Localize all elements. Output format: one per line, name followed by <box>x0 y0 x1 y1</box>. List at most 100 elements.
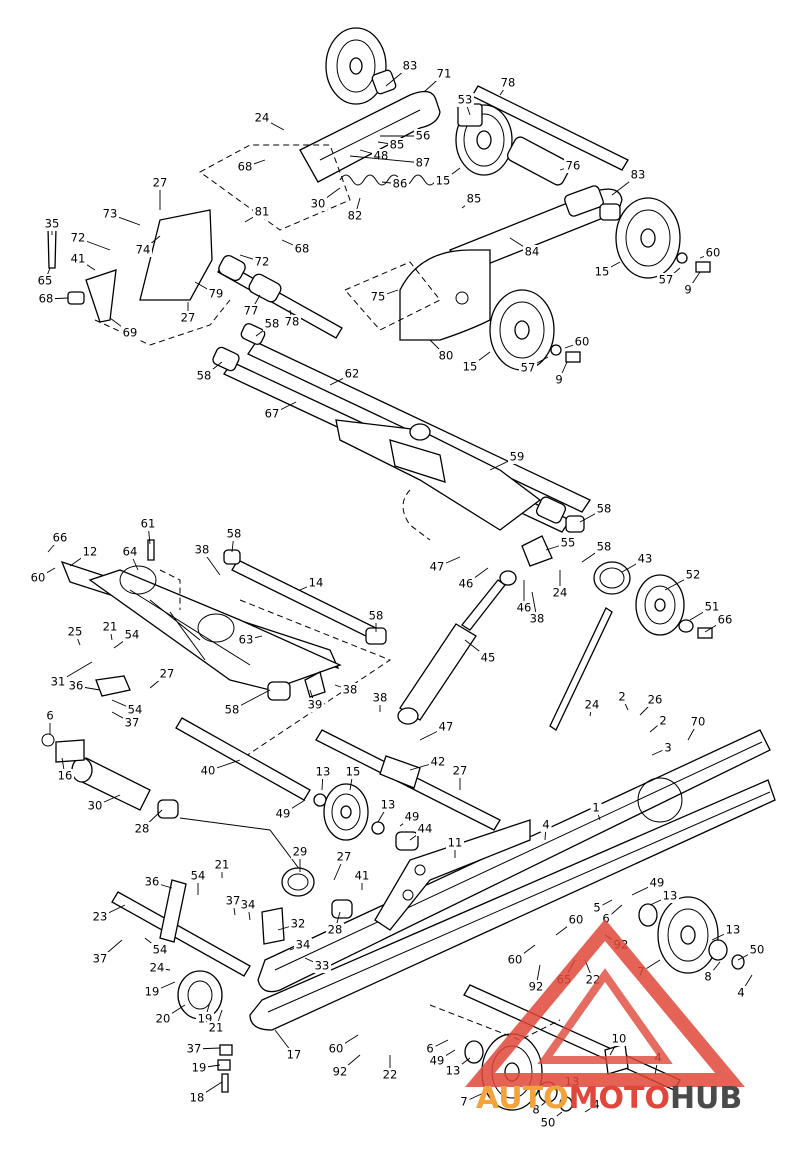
spring-82 <box>339 174 449 186</box>
callout-c5: 5 <box>593 901 600 915</box>
callout-bg-c42 <box>429 755 447 769</box>
callout-c54d: 54 <box>153 943 168 957</box>
callout-bg-c28b <box>326 923 344 937</box>
spacer-76 <box>506 136 572 186</box>
callout-bg-c19a <box>143 985 161 999</box>
callout-c46a: 46 <box>459 577 474 591</box>
callout-c11: 11 <box>448 836 463 850</box>
callout-c4b: 4 <box>737 986 744 1000</box>
callout-bg-c22b <box>381 1068 399 1082</box>
callout-c60e: 60 <box>508 953 523 967</box>
callout-c43: 43 <box>638 552 653 566</box>
callout-bg-c41b <box>353 869 371 883</box>
callout-c14: 14 <box>309 576 324 590</box>
callout-c30b: 30 <box>88 799 103 813</box>
callout-bg-c56 <box>414 129 432 143</box>
callout-c21c: 21 <box>209 1021 224 1035</box>
callout-bg-c4a <box>540 818 552 832</box>
callout-bg-c49a <box>274 807 292 821</box>
callout-c1: 1 <box>592 801 599 815</box>
callout-c84: 84 <box>525 245 540 259</box>
callout-bg-c34b <box>294 938 312 952</box>
front-arm-frame-64 <box>88 569 342 691</box>
callout-c50a: 50 <box>750 943 765 957</box>
callout-c86: 86 <box>393 177 408 191</box>
callout-bg-c15a <box>434 174 452 188</box>
spacer-68 <box>67 291 85 305</box>
callout-bg-c57b <box>519 361 537 375</box>
spacer-83 <box>371 69 397 95</box>
callout-bg-c46b <box>515 601 533 615</box>
callout-bg-c49b <box>403 810 421 824</box>
callout-c41a: 41 <box>71 252 86 266</box>
callout-c12: 12 <box>83 545 98 559</box>
callout-bg-c58b <box>195 369 213 383</box>
callout-bg-c37c <box>91 952 109 966</box>
callout-c34a: 34 <box>241 898 256 912</box>
torsion-spring-29 <box>179 817 315 897</box>
callout-bg-c67 <box>263 407 281 421</box>
callout-c30a: 30 <box>311 197 326 211</box>
callout-bg-c15b <box>593 265 611 279</box>
callout-bg-c45 <box>479 651 497 665</box>
callout-bg-c54d <box>151 943 169 957</box>
callout-bg-c47b <box>437 720 455 734</box>
callout-bg-c40 <box>199 764 217 778</box>
callout-c27e: 27 <box>337 850 352 864</box>
callout-bg-c71 <box>435 67 453 81</box>
callout-c32: 32 <box>291 917 306 931</box>
callout-c54b: 54 <box>128 703 143 717</box>
callout-c52: 52 <box>686 568 701 582</box>
callout-bg-c86 <box>391 177 409 191</box>
idler-wheel-top <box>325 27 387 105</box>
callout-c54c: 54 <box>191 869 206 883</box>
callout-c4d: 4 <box>592 1098 599 1112</box>
callout-c24a: 24 <box>255 111 270 125</box>
callout-c57a: 57 <box>659 273 674 287</box>
callout-c58b: 58 <box>197 369 212 383</box>
callout-bg-c78b <box>283 315 301 329</box>
callout-c81: 81 <box>255 205 270 219</box>
plate-36 <box>159 879 187 943</box>
callout-c10: 10 <box>612 1032 627 1046</box>
callout-c66a: 66 <box>53 531 68 545</box>
callout-bg-c24b <box>551 586 569 600</box>
callout-c68b: 68 <box>295 242 310 256</box>
callout-c74: 74 <box>136 243 151 257</box>
callout-c33: 33 <box>315 959 330 973</box>
callout-bg-c4d <box>590 1098 602 1112</box>
idler-wheel-52 <box>635 574 713 639</box>
callout-c58f: 58 <box>369 609 384 623</box>
callout-c13c: 13 <box>663 889 678 903</box>
callout-c78a: 78 <box>501 76 516 90</box>
callout-c2b: 2 <box>659 714 666 728</box>
callout-c53: 53 <box>458 93 473 107</box>
callout-bg-c5 <box>591 901 603 915</box>
callout-bg-c37b <box>224 894 242 908</box>
callout-bg-c6a <box>44 709 56 723</box>
callout-c85b: 85 <box>467 192 482 206</box>
callout-bg-c52 <box>684 568 702 582</box>
callout-bg-c39 <box>306 698 324 712</box>
callout-bg-c21c <box>207 1021 225 1035</box>
callout-bg-c17 <box>285 1048 303 1062</box>
callout-bg-c53 <box>456 93 474 107</box>
callout-bg-c35 <box>43 217 61 231</box>
callout-c24c: 24 <box>585 698 600 712</box>
callout-c60d: 60 <box>569 913 584 927</box>
bracket-36 <box>95 675 131 697</box>
callout-bg-c13c <box>661 889 679 903</box>
callout-c15c: 15 <box>463 360 478 374</box>
callout-bg-c79 <box>207 287 225 301</box>
callout-bg-c76 <box>564 159 582 173</box>
callout-bg-c38d <box>371 691 389 705</box>
callout-bg-c58c <box>595 502 613 516</box>
callout-bg-c27c <box>158 667 176 681</box>
callout-bg-c27b <box>179 311 197 325</box>
callout-bg-c60c <box>29 571 47 585</box>
callout-bg-c8a <box>702 970 714 984</box>
callout-c15d: 15 <box>346 765 361 779</box>
callout-c51: 51 <box>705 600 720 614</box>
callout-c6b: 6 <box>602 912 609 926</box>
callout-bg-c85b <box>465 192 483 206</box>
